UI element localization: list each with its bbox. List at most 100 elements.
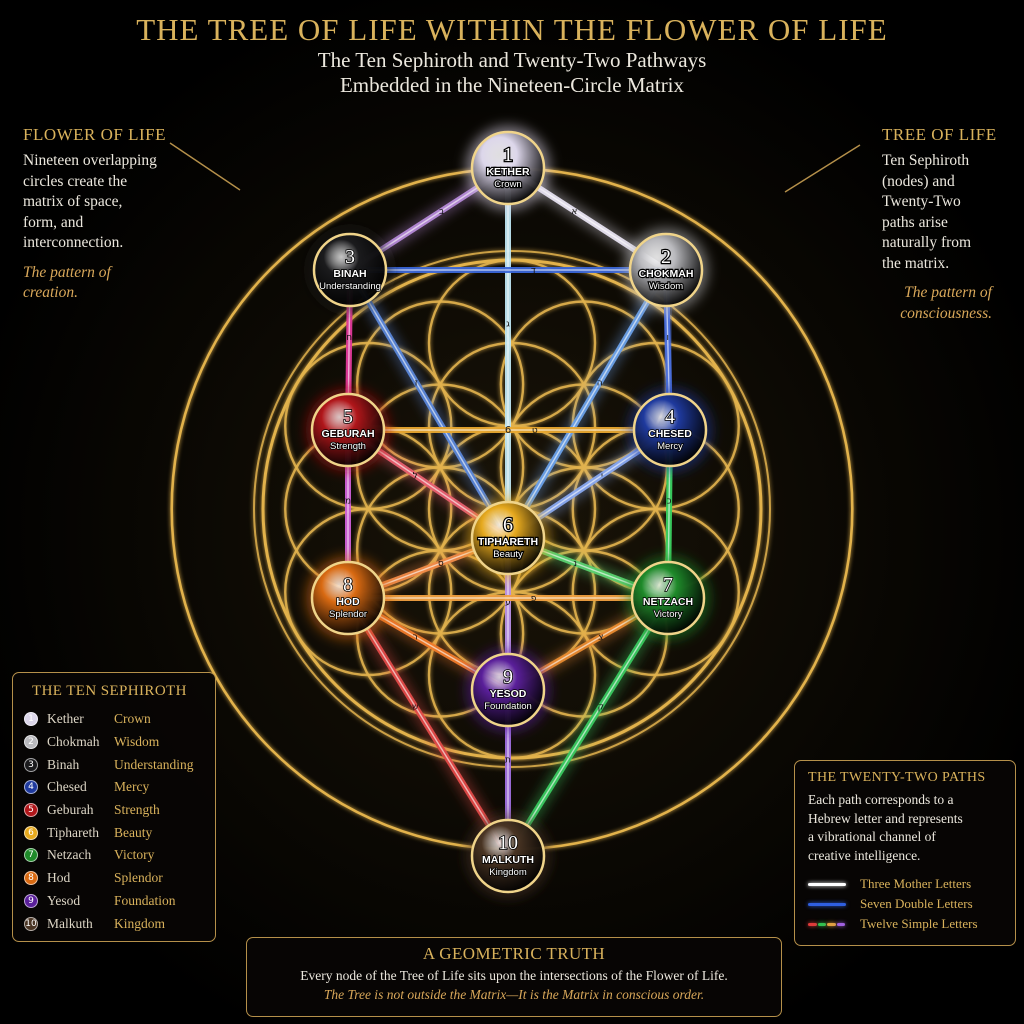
path-letter: ה — [597, 379, 603, 389]
path-type-label: Twelve Simple Letters — [860, 916, 978, 931]
legend-name: Netzach — [47, 847, 92, 863]
path-letter: ט — [532, 426, 538, 436]
paths-panel-line: creative intelligence. — [808, 847, 921, 863]
node-name: BINAH — [333, 268, 366, 280]
node-meaning: Understanding — [319, 281, 381, 292]
tree-note-line: Twenty-Two — [882, 193, 961, 210]
node-orb — [312, 232, 388, 308]
center-mark: 6 — [505, 425, 511, 436]
paths-panel-heading: THE TWENTY-TWO PATHS — [808, 770, 986, 785]
path-letter: צ — [598, 633, 603, 643]
node-orb — [630, 560, 706, 636]
path-type-row: Twelve Simple Letters — [808, 914, 1015, 934]
node-meaning: Crown — [494, 179, 521, 190]
flower-note-line: circles create the — [23, 172, 128, 190]
paths-panel-line: Each path corresponds to a — [808, 792, 954, 807]
node-orb — [470, 818, 546, 894]
path-letter: ג — [506, 319, 510, 329]
tree-note-line: Ten Sephiroth — [882, 152, 970, 169]
node-orb — [470, 130, 546, 206]
path-letter: מ — [345, 497, 351, 507]
node-number: 10 — [498, 832, 518, 854]
tree-note-line: naturally from — [882, 234, 972, 251]
legend-swatch: 2 — [24, 735, 38, 750]
path-highlight — [507, 269, 667, 539]
path-letter: י — [601, 471, 603, 481]
flower-note-pointer — [169, 142, 241, 191]
subtitle-line-2: Embedded in the Nineteen-Circle Matrix — [339, 73, 685, 97]
path-letter: ת — [505, 756, 511, 766]
node-name: YESOD — [490, 688, 527, 700]
tree-of-life-note: TREE OF LIFE Ten Sephiroth (nodes) and T… — [882, 125, 1012, 324]
path-type-row: Three Mother Letters — [808, 874, 1015, 894]
path-type-swatch — [808, 918, 846, 930]
tree-note-heading: TREE OF LIFE — [882, 125, 997, 144]
node-number: 3 — [345, 246, 355, 268]
path-letter: ש — [412, 702, 418, 712]
legend-swatch: 9 — [24, 893, 38, 908]
path-letter: ח — [346, 333, 352, 343]
tree-note-line: paths arise — [882, 213, 948, 231]
path-highlight — [347, 597, 509, 857]
node-number: 5 — [343, 406, 353, 428]
legend-meaning: Crown — [114, 711, 151, 727]
node-name: KETHER — [486, 166, 530, 178]
legend-swatch: 8 — [24, 871, 38, 886]
node-meaning: Beauty — [493, 549, 523, 560]
path-letter: ק — [598, 702, 604, 712]
path-letter: ר — [413, 633, 418, 643]
path-type-row: Seven Double Letters — [808, 894, 1015, 914]
path-letter: ב — [439, 207, 444, 217]
legend-name: Binah — [47, 756, 80, 772]
node-name: GEBURAH — [321, 428, 374, 440]
legend-swatch: 6 — [24, 825, 38, 840]
legend-swatch: 10 — [24, 916, 38, 931]
flower-note-em-line: The pattern of — [23, 263, 111, 281]
tree-note-em-line: consciousness. — [900, 304, 992, 322]
subtitle-line-1: The Ten Sephiroth and Twenty-Two Pathway… — [317, 48, 707, 72]
legend-meaning: Foundation — [114, 892, 176, 908]
note-pointers — [169, 142, 861, 193]
legend-name: Hod — [47, 870, 71, 886]
legend-name: Malkuth — [47, 915, 93, 931]
geometric-truth-heading: A GEOMETRIC TRUTH — [422, 944, 606, 963]
node-name: TIPHARETH — [478, 536, 538, 548]
path-type-label: Three Mother Letters — [860, 876, 972, 891]
node-name: HOD — [336, 596, 360, 608]
legend-swatch: 4 — [24, 780, 38, 795]
legend-swatch: 1 — [24, 712, 38, 727]
node-orb — [632, 392, 708, 468]
node-orb — [470, 500, 546, 576]
node-number: 4 — [665, 406, 675, 428]
geometric-truth-line-2: The Tree is not outside the Matrix—It is… — [323, 987, 705, 1002]
node-number: 7 — [663, 574, 673, 596]
node-orb — [310, 560, 386, 636]
node-name: CHESED — [648, 428, 692, 440]
path-highlight — [507, 597, 669, 857]
node-orb — [470, 652, 546, 728]
legend-meaning: Beauty — [114, 824, 153, 840]
legend-heading: THE TEN SEPHIROTH — [32, 683, 187, 699]
path-type-swatch — [808, 898, 846, 910]
paths-panel: THE TWENTY-TWO PATHS Each path correspon… — [794, 760, 1016, 946]
flower-note-line: interconnection. — [23, 234, 124, 251]
tree-note-line: the matrix. — [882, 254, 950, 272]
node-number: 1 — [503, 144, 513, 166]
paths-panel-line: Hebrew letter and represents — [808, 810, 963, 826]
node-meaning: Foundation — [484, 701, 532, 712]
path-highlight — [349, 269, 509, 539]
tree-note-em-line: The pattern of — [904, 284, 992, 301]
legend-meaning: Victory — [114, 847, 155, 863]
legend-meaning: Wisdom — [114, 734, 160, 750]
tree-note-line: (nodes) and — [882, 172, 955, 190]
